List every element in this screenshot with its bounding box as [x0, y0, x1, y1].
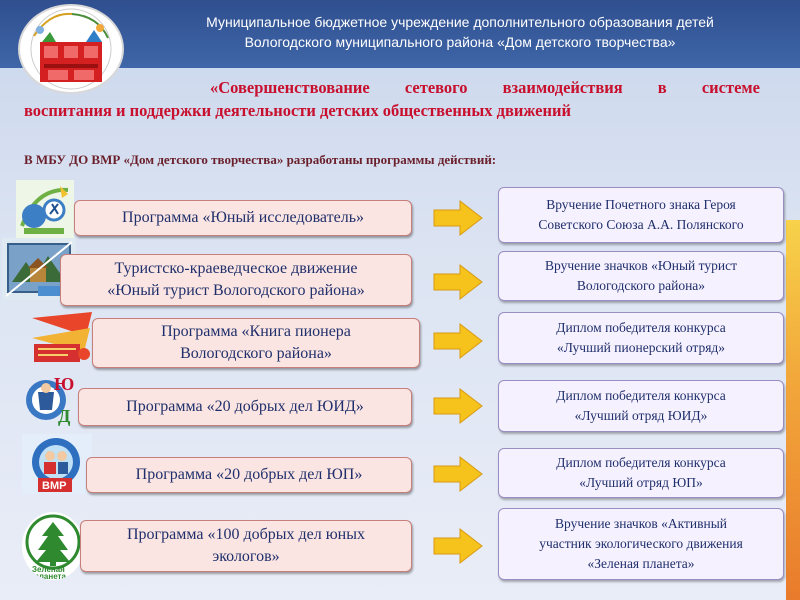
program-label: Программа «Юный исследователь» — [122, 209, 364, 226]
program-label: Программа «100 добрых дел юных — [127, 526, 365, 543]
program-item: Программа «Книга пионера Вологодского ра… — [92, 318, 420, 368]
page-title: «Совершенствование сетевого взаимодейств… — [24, 76, 760, 122]
result-label: Вручение значков «Активный — [555, 516, 727, 531]
green-planet-caption: планета — [34, 572, 66, 580]
arrow-right-icon — [433, 527, 483, 565]
result-item: Диплом победителя конкурса «Лучший отряд… — [498, 380, 784, 432]
result-item: Диплом победителя конкурса «Лучший отряд… — [498, 448, 784, 498]
program-item: Программа «Юный исследователь» — [74, 200, 412, 236]
result-label: Советского Союза А.А. Полянского — [538, 217, 744, 232]
program-label: «Юный турист Вологодского района» — [107, 282, 365, 299]
organization-line-1: Муниципальное бюджетное учреждение допол… — [206, 14, 714, 30]
yup-badge-icon: ВМР — [22, 434, 92, 494]
result-label: участник экологического движения — [539, 536, 743, 551]
header-band — [0, 0, 800, 68]
result-label: «Лучший пионерский отряд» — [556, 340, 726, 355]
institution-logo — [20, 6, 122, 92]
result-item: Вручение значков «Юный турист Вологодско… — [498, 251, 784, 301]
yuid-letter-top: Ю — [54, 374, 74, 394]
title-word: «Совершенствование — [210, 78, 370, 97]
green-planet-caption: Зеленая — [32, 565, 65, 574]
program-item: Программа «20 добрых дел ЮП» — [86, 457, 412, 493]
result-label: Диплом победителя конкурса — [556, 320, 726, 335]
title-word: в — [657, 78, 667, 97]
organization-name: Муниципальное бюджетное учреждение допол… — [150, 12, 770, 52]
title-word: системе — [701, 78, 760, 97]
program-label: Программа «20 добрых дел ЮИД» — [126, 398, 364, 415]
result-item: Вручение Почетного знака Героя Советског… — [498, 187, 784, 243]
program-label: Туристско-краеведческое движение — [114, 260, 358, 277]
result-label: «Лучший отряд ЮП» — [579, 475, 703, 490]
result-item: Вручение значков «Активный участник экол… — [498, 508, 784, 580]
program-label: Программа «20 добрых дел ЮП» — [135, 466, 363, 483]
yuid-letter-bottom: Д — [58, 406, 71, 426]
decorative-stripe — [786, 220, 800, 600]
organization-line-2: Вологодского муниципального района «Дом … — [244, 34, 676, 50]
title-word: сетевого — [404, 78, 468, 97]
result-item: Диплом победителя конкурса «Лучший пионе… — [498, 312, 784, 364]
title-line-2: воспитания и поддержки деятельности детс… — [24, 101, 571, 120]
title-line-1: «Совершенствование сетевого взаимодейств… — [24, 76, 760, 99]
pioneer-book-icon — [28, 308, 96, 366]
program-item: Программа «20 добрых дел ЮИД» — [78, 388, 412, 426]
arrow-right-icon — [433, 387, 483, 425]
yuid-badge-icon: Ю Д — [22, 370, 78, 428]
young-researcher-icon — [16, 180, 74, 238]
program-label: экологов» — [212, 548, 280, 565]
result-label: Вологодского района» — [576, 278, 706, 293]
result-label: Вручение значков «Юный турист — [545, 258, 737, 273]
intro-text: В МБУ ДО ВМР «Дом детского творчества» р… — [24, 152, 497, 167]
yup-badge-label: ВМР — [42, 480, 66, 492]
arrow-right-icon — [433, 263, 483, 301]
result-label: Вручение Почетного знака Героя — [546, 197, 736, 212]
program-item: Туристско-краеведческое движение «Юный т… — [60, 254, 412, 306]
program-label: Программа «Книга пионера — [161, 323, 351, 340]
result-label: «Лучший отряд ЮИД» — [574, 408, 708, 423]
result-label: Диплом победителя конкурса — [556, 388, 726, 403]
arrow-right-icon — [433, 322, 483, 360]
program-item: Программа «100 добрых дел юных экологов» — [80, 520, 412, 572]
arrow-right-icon — [433, 455, 483, 493]
result-label: Диплом победителя конкурса — [556, 455, 726, 470]
arrow-right-icon — [433, 199, 483, 237]
title-word: взаимодействия — [502, 78, 623, 97]
green-planet-icon: Зеленая планета — [22, 512, 84, 580]
program-label: Вологодского района» — [180, 345, 332, 362]
result-label: «Зеленая планета» — [587, 556, 695, 571]
